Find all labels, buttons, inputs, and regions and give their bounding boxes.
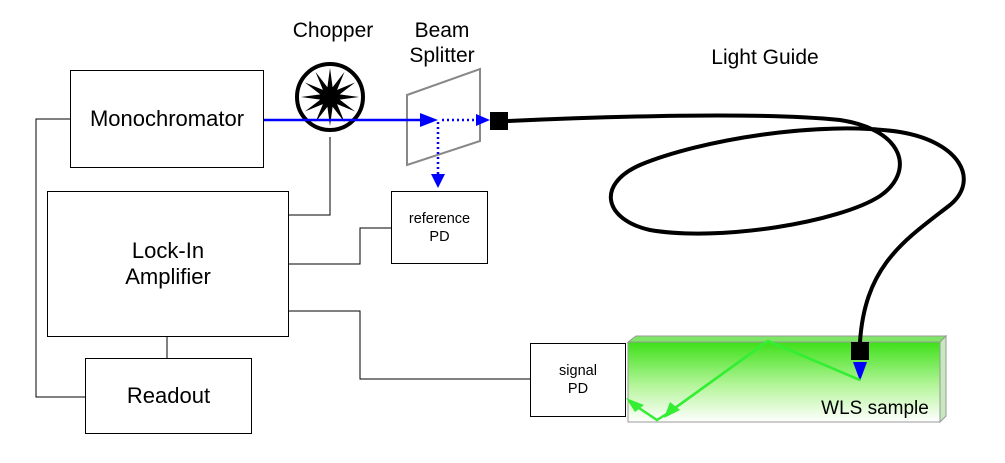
fiber-output-arrow: [853, 362, 867, 381]
chopper-label: Chopper: [292, 19, 374, 42]
wls-sample-label: WLS sample: [821, 398, 929, 419]
wls-arrow-1: [664, 402, 680, 418]
signal-pd-block: signal PD: [530, 343, 626, 417]
beam-splitter-plate: [406, 67, 481, 167]
signal-pd-label: signal PD: [559, 363, 597, 397]
monochromator-block: Monochromator: [70, 70, 264, 168]
lockin-amplifier-block: Lock-In Amplifier: [47, 191, 289, 337]
readout-label: Readout: [126, 383, 211, 408]
light-beam: [263, 113, 490, 188]
lockin-amplifier-label: Lock-In Amplifier: [125, 238, 211, 289]
light-guide-label: Light Guide: [711, 46, 819, 69]
chopper-wheel: [295, 62, 365, 132]
signal-wires: [35, 118, 530, 398]
beam-splitter-label: Beam Splitter: [409, 19, 475, 67]
fiber-connector-output: [851, 342, 869, 360]
wls-sample-bar: [626, 334, 948, 424]
monochromator-label: Monochromator: [89, 106, 245, 131]
fiber-connector-input: [490, 112, 508, 130]
wls-arrow-2: [626, 398, 644, 412]
light-guide-fiber: [506, 113, 966, 344]
readout-block: Readout: [85, 358, 252, 434]
reference-pd-label: reference PD: [408, 210, 471, 245]
reference-pd-block: reference PD: [391, 191, 488, 264]
